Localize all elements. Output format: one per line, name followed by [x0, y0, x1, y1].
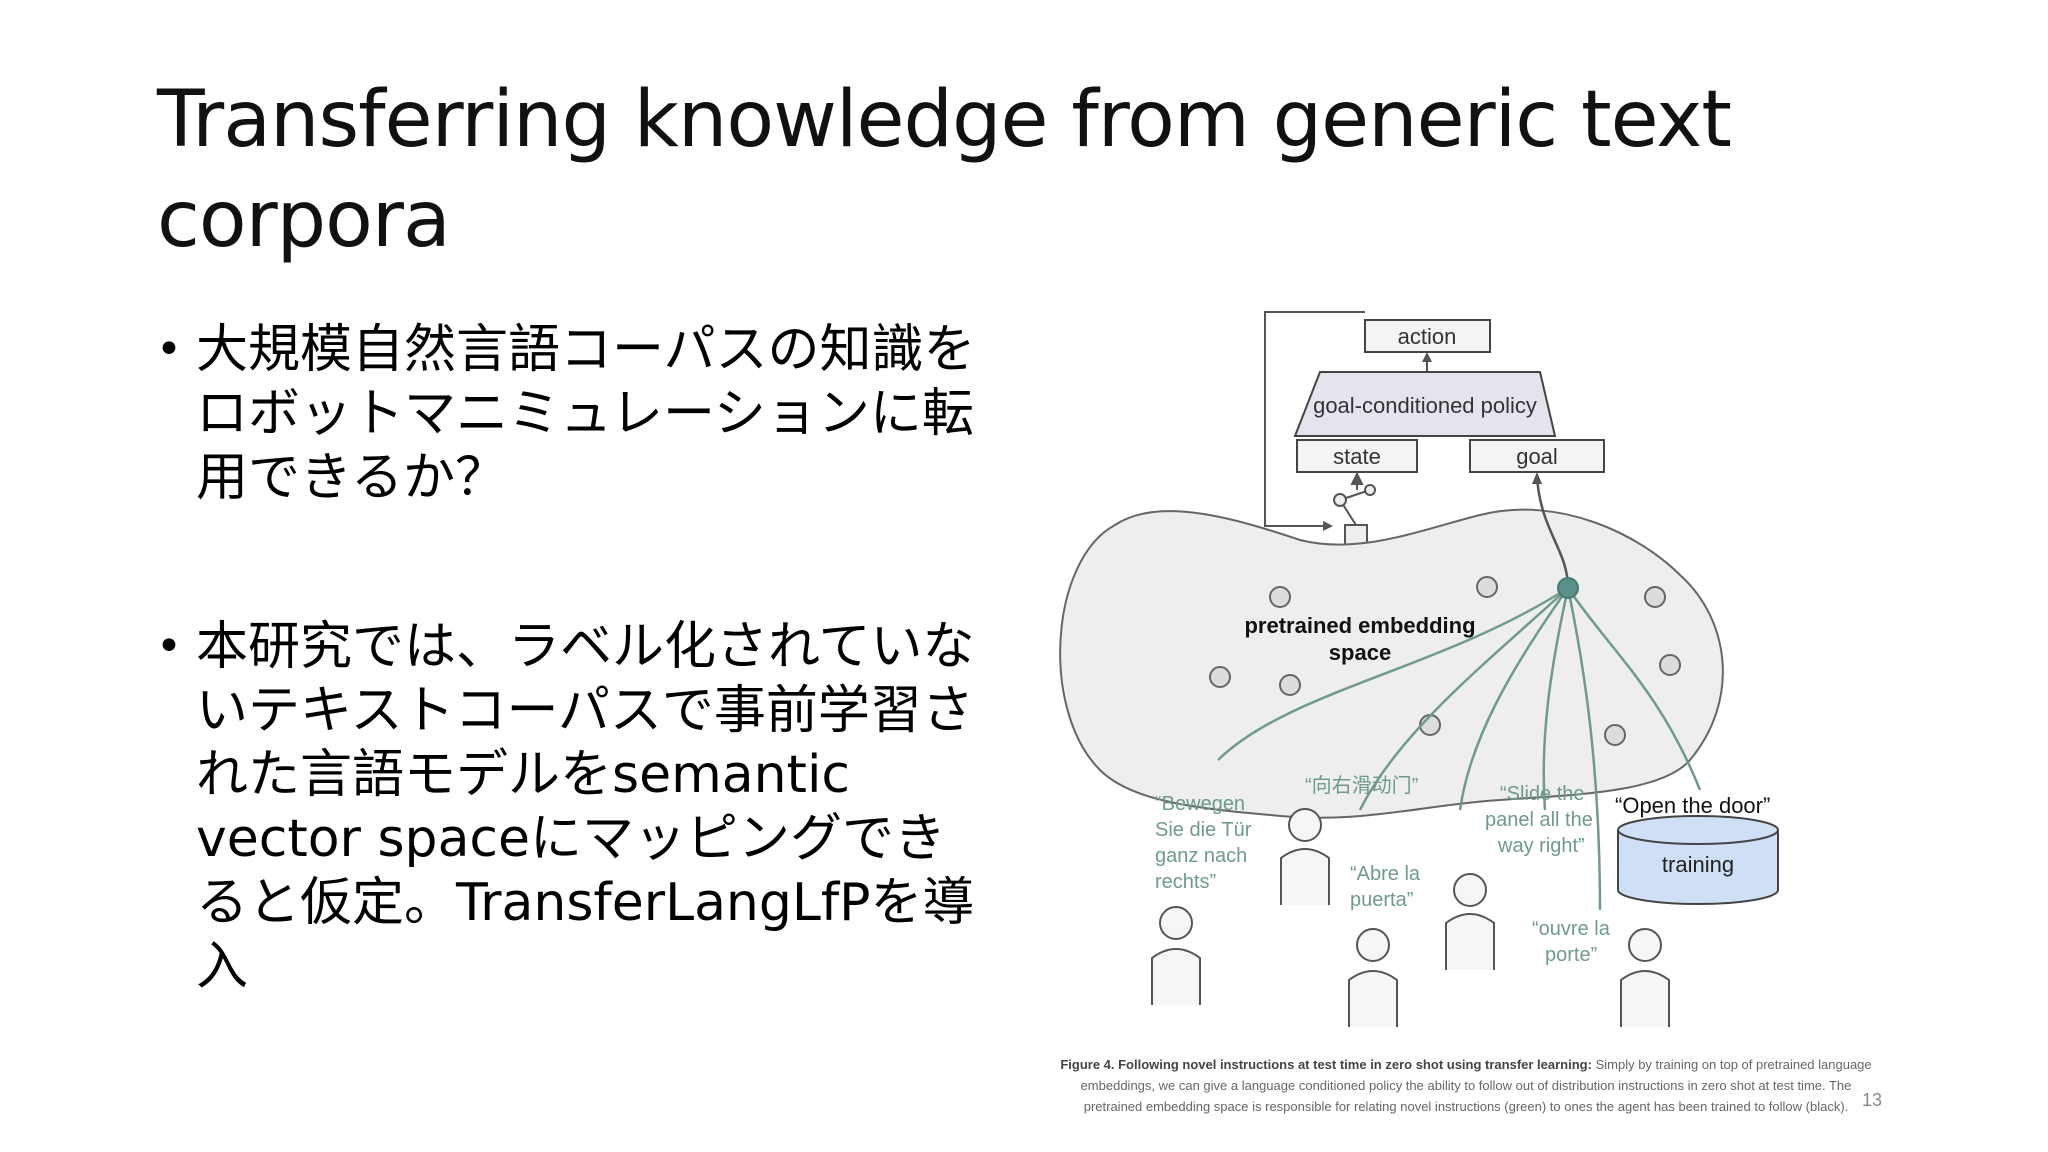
page-number: 13: [1862, 1090, 1883, 1110]
arrow-head-icon: [1323, 521, 1333, 531]
instruction-french: porte”: [1545, 944, 1597, 966]
instruction-links: [1217, 586, 1702, 911]
state-box: [1296, 439, 1418, 473]
person-icons: [1151, 808, 1670, 1027]
bullet-text: 大規模自然言語コーパスの知識をロボットマニミュレーションに転用できるか？: [196, 320, 976, 508]
person-icon: [1620, 928, 1670, 1027]
instruction-english: way right”: [1497, 835, 1585, 857]
training-label: training: [1662, 852, 1734, 877]
bullet-list: • 大規模自然言語コーパスの知識をロボットマニミュレーションに転用できるか？ •…: [150, 318, 980, 999]
embedding-label: space: [1329, 640, 1391, 665]
instruction-open-door: “Open the door”: [1615, 793, 1770, 818]
instruction-english: “Slide the: [1500, 783, 1585, 805]
action-label: action: [1398, 324, 1457, 349]
slide-title: Transferring knowledge from generic text…: [157, 75, 1732, 265]
instruction-german: rechts”: [1155, 871, 1216, 893]
instruction-spanish: “Abre la: [1350, 863, 1421, 885]
instruction-german: “Bewegen: [1155, 793, 1245, 815]
embedding-label: pretrained embedding: [1244, 613, 1475, 638]
goal-label: goal: [1516, 444, 1558, 469]
bullet-item: • 大規模自然言語コーパスの知識をロボットマニミュレーションに転用できるか？: [150, 318, 980, 510]
goal-link: [1535, 475, 1570, 589]
embedding-space-blob: [1059, 508, 1724, 819]
instruction-german: ganz nach: [1155, 845, 1247, 867]
policy-box: [1293, 371, 1557, 437]
feedback-arrow: [1264, 311, 1365, 527]
state-label: state: [1333, 444, 1381, 469]
bullet-dot-icon: •: [156, 324, 182, 375]
embedding-points: [1209, 576, 1681, 746]
policy-label: goal-conditioned policy: [1313, 393, 1537, 418]
goal-point: [1557, 577, 1579, 599]
instruction-english: panel all the: [1485, 809, 1593, 831]
person-icon: [1151, 906, 1201, 1005]
instruction-french: “ouvre la: [1532, 918, 1611, 940]
arrow-head-icon: [1532, 472, 1542, 484]
figure-caption: Figure 4. Following novel instructions a…: [1050, 1054, 1882, 1117]
instruction-spanish: puerta”: [1350, 889, 1413, 911]
person-icon: [1348, 928, 1398, 1027]
bullet-dot-icon: •: [156, 621, 182, 672]
caption-text: Simply by training on top of pretrained …: [1080, 1057, 1872, 1114]
training-database-icon: [1617, 815, 1779, 905]
bullet-item: • 本研究では、ラベル化されていないテキストコーパスで事前学習された言語モデルを…: [150, 615, 980, 999]
person-icon: [1280, 808, 1330, 905]
action-box: [1364, 319, 1491, 353]
instruction-chinese: “向右滑动门”: [1305, 774, 1418, 797]
instruction-german: Sie die Tür: [1155, 819, 1252, 841]
embedding-diagram: action goal-conditioned policy state goa…: [1059, 311, 1779, 1027]
bullet-text: 本研究では、ラベル化されていないテキストコーパスで事前学習された言語モデルをse…: [196, 617, 975, 997]
person-icon: [1445, 873, 1495, 970]
caption-title: Figure 4. Following novel instructions a…: [1060, 1057, 1592, 1072]
